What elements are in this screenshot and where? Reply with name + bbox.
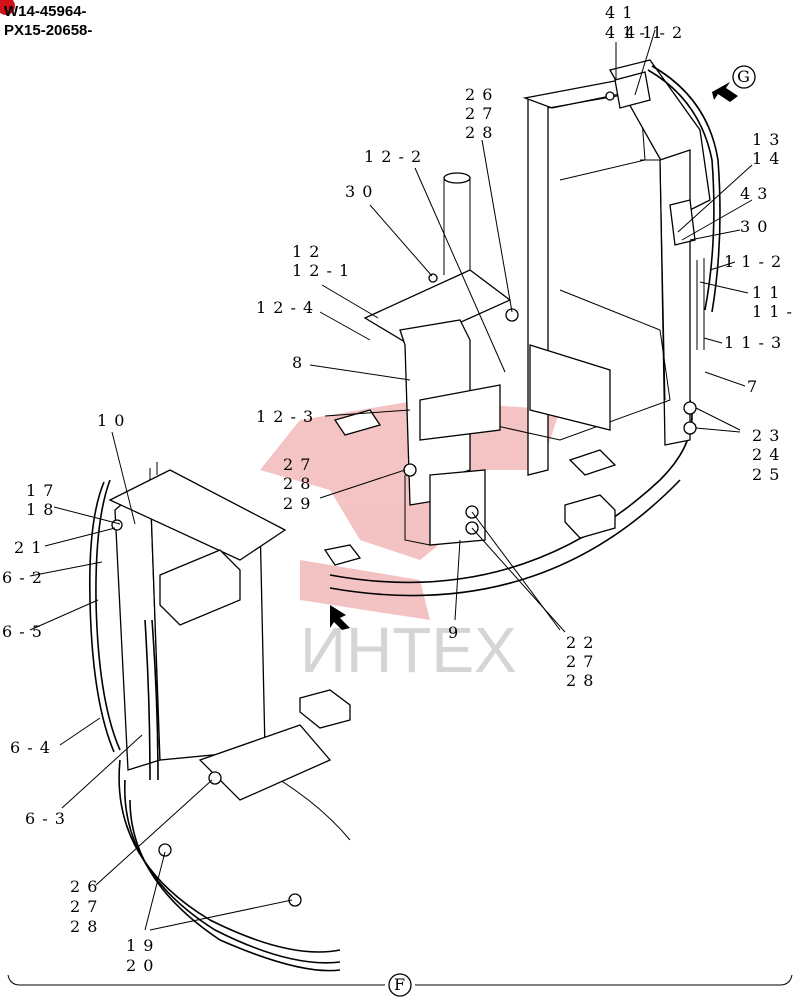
callout-41-2: 4 1 - 2 bbox=[625, 23, 683, 42]
callout-labels: 4 1 4 1 - 1 4 1 - 2 2 6 2 7 2 8 1 2 - 2 … bbox=[2, 3, 793, 975]
callout-43: 4 3 bbox=[740, 184, 768, 203]
callout-12: 1 2 bbox=[292, 242, 320, 261]
callout-14: 1 4 bbox=[752, 149, 780, 168]
callout-28-b: 2 8 bbox=[283, 474, 311, 493]
view-marker-g bbox=[732, 65, 756, 89]
callout-8: 8 bbox=[292, 353, 303, 372]
callout-12-3: 1 2 - 3 bbox=[256, 407, 314, 426]
callout-30-b: 3 0 bbox=[740, 217, 768, 236]
callout-11-2: 1 1 - 2 bbox=[724, 252, 782, 271]
upper-frame-assembly bbox=[323, 59, 721, 597]
callout-24: 2 4 bbox=[752, 445, 780, 464]
callout-18: 1 8 bbox=[26, 500, 54, 519]
callout-11-3: 1 1 - 3 bbox=[724, 333, 782, 352]
callout-20: 2 0 bbox=[126, 956, 154, 975]
watermark-text: ИНТЕХ bbox=[300, 614, 517, 686]
callout-17: 1 7 bbox=[26, 481, 54, 500]
callout-27-d: 2 7 bbox=[70, 897, 98, 916]
callout-13: 1 3 bbox=[752, 130, 780, 149]
callout-6-3: 6 - 3 bbox=[25, 809, 66, 828]
callout-9: 9 bbox=[448, 623, 459, 642]
callout-12-2: 1 2 - 2 bbox=[364, 147, 422, 166]
arrow-icon bbox=[712, 82, 738, 102]
serial-number-2: PX15-20658- bbox=[4, 22, 92, 39]
callout-6-4: 6 - 4 bbox=[10, 738, 51, 757]
callout-12-4: 1 2 - 4 bbox=[256, 298, 314, 317]
callout-10: 1 0 bbox=[97, 411, 125, 430]
view-marker-f-label: F bbox=[394, 975, 406, 994]
callout-26-b: 2 6 bbox=[70, 877, 98, 896]
serial-number-1: W14-45964- bbox=[4, 3, 87, 20]
callout-12-1: 1 2 - 1 bbox=[292, 261, 350, 280]
view-marker-f bbox=[388, 973, 412, 997]
view-bracket-f: F bbox=[7, 973, 793, 997]
callout-6-2: 6 - 2 bbox=[2, 568, 43, 587]
callout-27-c: 2 7 bbox=[566, 652, 594, 671]
callout-7: 7 bbox=[747, 377, 758, 396]
view-arrow-icon bbox=[330, 605, 350, 630]
marker-badge-icon bbox=[0, 0, 15, 15]
callout-27-a: 2 7 bbox=[465, 104, 493, 123]
callout-28-d: 2 8 bbox=[70, 917, 98, 936]
callout-11-dash: 1 1 - bbox=[752, 302, 793, 321]
callout-25: 2 5 bbox=[752, 465, 780, 484]
callout-30-a: 3 0 bbox=[345, 182, 373, 201]
callout-26-a: 2 6 bbox=[465, 85, 493, 104]
callout-27-b: 2 7 bbox=[283, 455, 311, 474]
callout-23: 2 3 bbox=[752, 426, 780, 445]
view-arrow-g: G bbox=[712, 65, 756, 102]
view-marker-g-label: G bbox=[737, 67, 751, 86]
callout-22: 2 2 bbox=[566, 633, 594, 652]
callout-6-5: 6 - 5 bbox=[2, 622, 43, 641]
leader-lines bbox=[29, 29, 753, 931]
callout-11: 1 1 bbox=[752, 283, 780, 302]
callout-41-1: 4 1 - 1 bbox=[605, 23, 663, 42]
callout-21: 2 1 bbox=[14, 538, 42, 557]
callout-28-c: 2 8 bbox=[566, 671, 594, 690]
callout-41: 4 1 bbox=[605, 3, 633, 22]
callout-28-a: 2 8 bbox=[465, 123, 493, 142]
callout-29: 2 9 bbox=[283, 494, 311, 513]
lower-frame-assembly bbox=[88, 462, 351, 972]
callout-19: 1 9 bbox=[126, 936, 154, 955]
